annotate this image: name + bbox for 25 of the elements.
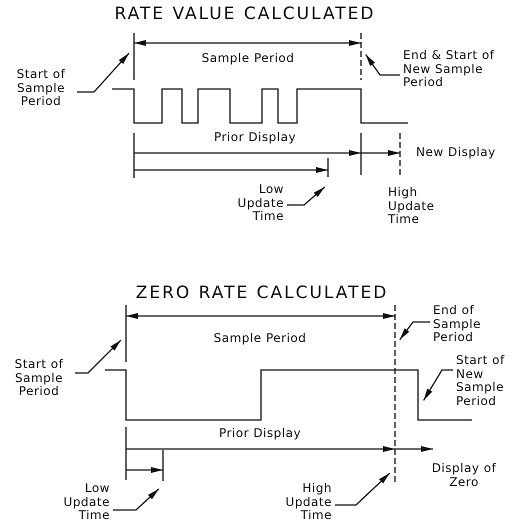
leader-line — [335, 472, 390, 506]
dimension-label: Sample Period — [214, 332, 306, 346]
callout-text: Low Update Time — [222, 183, 284, 224]
dimension-label: Prior Display — [218, 427, 302, 440]
callout-text: High Update Time — [268, 482, 332, 522]
leader-line — [75, 340, 122, 374]
display-label: Display of Zero — [430, 462, 498, 489]
leader-line — [77, 52, 130, 93]
leader-line — [287, 186, 326, 206]
leader-line — [399, 321, 430, 340]
callout-text: Start of Sample Period — [8, 68, 74, 108]
dimension-label: Sample Period — [202, 52, 294, 66]
panel-title: RATE VALUE CALCULATED — [114, 4, 376, 24]
callout-text: Start of Sample Period — [6, 358, 72, 398]
callout-text: End & Start of New Sample Period — [403, 49, 513, 90]
callout-text: Start of New Sample Period — [456, 354, 514, 408]
dimension-label: Prior Display — [214, 131, 296, 144]
leader-line — [365, 54, 400, 76]
panel-title: ZERO RATE CALCULATED — [136, 283, 388, 303]
leader-line — [423, 369, 453, 401]
display-label: New Display — [416, 146, 496, 160]
leader-line — [113, 488, 160, 511]
callout-text: End of Sample Period — [433, 304, 493, 344]
callout-text: High Update Time — [388, 186, 436, 226]
callout-text: Low Update Time — [48, 482, 110, 522]
